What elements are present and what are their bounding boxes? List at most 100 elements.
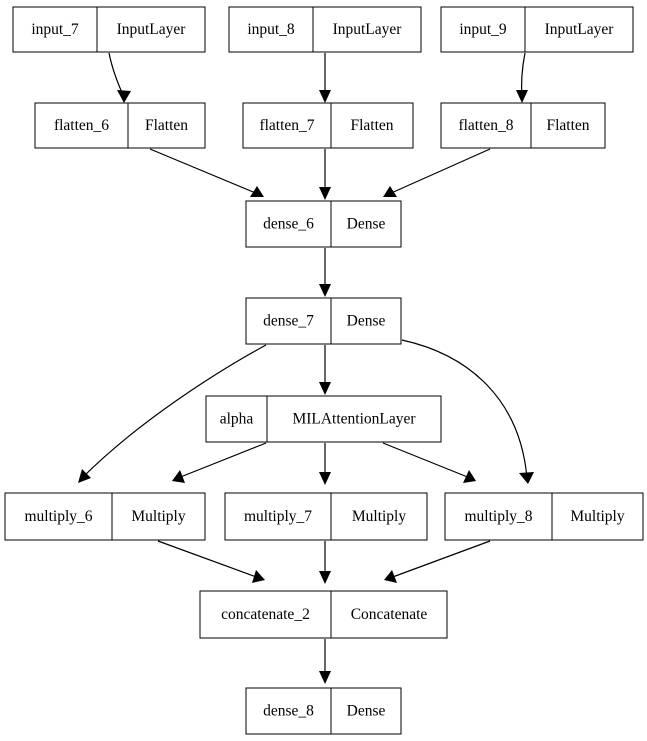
node-name-label: flatten_6 [54, 117, 109, 134]
edge-line [389, 540, 491, 579]
edge-flatten_6-to-dense_6 [149, 148, 264, 197]
node-box [440, 6, 634, 53]
edge-line [177, 442, 267, 479]
edge-alpha-to-multiply_6 [172, 442, 267, 483]
arrowhead-icon [319, 90, 331, 103]
arrowhead-icon [384, 570, 397, 583]
node-box [199, 590, 448, 639]
node-box [444, 492, 644, 541]
node-box [4, 492, 206, 541]
node-multiply_7[interactable]: multiply_7 Multiply [224, 492, 428, 541]
node-name-label: input_8 [247, 21, 295, 38]
arrowhead-icon [78, 469, 91, 483]
edge-line [401, 339, 528, 479]
node-type-label: Flatten [546, 117, 589, 134]
node-box [224, 492, 428, 541]
edge-multiply_8-to-concatenate_2 [384, 540, 491, 583]
edge-dense_7-to-multiply_6 [78, 344, 267, 483]
node-type-label: Concatenate [351, 606, 428, 623]
node-name-label: flatten_7 [259, 117, 314, 134]
node-name-label: multiply_8 [464, 508, 532, 525]
node-name-label: alpha [220, 411, 254, 428]
arrowhead-icon [250, 186, 264, 197]
node-box [242, 102, 414, 149]
edge-alpha-to-multiply_7 [319, 443, 331, 485]
node-type-label: InputLayer [545, 21, 615, 38]
edge-line [149, 148, 259, 195]
node-type-label: Multiply [131, 508, 186, 525]
node-type-label: Dense [347, 313, 386, 330]
node-type-label: Flatten [350, 117, 393, 134]
node-flatten_7[interactable]: flatten_7 Flatten [242, 102, 414, 149]
node-type-label: Flatten [145, 117, 188, 134]
edge-line [81, 344, 267, 479]
node-input_8[interactable]: input_8 InputLayer [228, 6, 422, 53]
node-alpha[interactable]: alpha MILAttentionLayer [205, 395, 442, 443]
arrowhead-icon [319, 571, 331, 584]
edge-dense_7-to-multiply_8 [401, 339, 534, 484]
node-box [245, 297, 402, 345]
edge-concatenate_2-to-dense_8 [319, 639, 331, 684]
arrowhead-icon [319, 382, 331, 395]
node-dense_7[interactable]: dense_7 Dense [245, 297, 402, 345]
arrowhead-icon [519, 472, 534, 484]
node-type-label: Dense [347, 216, 386, 233]
edge-flatten_7-to-dense_6 [319, 149, 331, 200]
node-name-label: dense_8 [263, 703, 314, 720]
node-box [245, 687, 402, 735]
edge-multiply_6-to-concatenate_2 [157, 540, 265, 583]
arrowhead-icon [252, 570, 265, 583]
node-input_7[interactable]: input_7 InputLayer [12, 6, 206, 53]
node-flatten_6[interactable]: flatten_6 Flatten [34, 102, 206, 149]
arrowhead-icon [319, 284, 331, 297]
node-type-label: Dense [347, 703, 386, 720]
edge-input_8-to-flatten_7 [319, 53, 331, 103]
arrowhead-icon [516, 90, 528, 103]
arrowhead-icon [172, 470, 185, 483]
edge-line [382, 442, 471, 479]
edge-line [388, 148, 491, 195]
node-box [228, 6, 422, 53]
edge-input_7-to-flatten_6 [108, 52, 131, 103]
node-box [205, 395, 442, 443]
node-box [34, 102, 206, 149]
node-multiply_8[interactable]: multiply_8 Multiply [444, 492, 644, 541]
node-name-label: input_9 [459, 21, 507, 38]
arrowhead-icon [319, 472, 331, 485]
node-type-label: Multiply [352, 508, 407, 525]
node-name-label: flatten_8 [458, 117, 513, 134]
node-name-label: dense_7 [263, 313, 314, 330]
arrowhead-icon [319, 671, 331, 684]
node-concatenate_2[interactable]: concatenate_2 Concatenate [199, 590, 448, 639]
edge-flatten_8-to-dense_6 [383, 148, 491, 197]
node-box [440, 102, 606, 149]
edge-layer [78, 52, 534, 684]
node-type-label: MILAttentionLayer [292, 411, 416, 428]
node-type-label: Multiply [570, 508, 625, 525]
node-type-label: InputLayer [333, 21, 403, 38]
arrowhead-icon [463, 470, 476, 483]
node-flatten_8[interactable]: flatten_8 Flatten [440, 102, 606, 149]
node-name-label: multiply_6 [24, 508, 92, 525]
edge-input_9-to-flatten_8 [516, 52, 528, 103]
edge-line [157, 540, 260, 579]
edge-multiply_7-to-concatenate_2 [319, 541, 331, 584]
arrowhead-icon [117, 90, 131, 103]
arrowhead-icon [319, 187, 331, 200]
node-dense_8[interactable]: dense_8 Dense [245, 687, 402, 735]
node-name-label: multiply_7 [244, 508, 312, 525]
node-multiply_6[interactable]: multiply_6 Multiply [4, 492, 206, 541]
arrowhead-icon [383, 186, 397, 197]
node-type-label: InputLayer [117, 21, 187, 38]
edge-dense_6-to-dense_7 [319, 248, 331, 297]
node-name-label: input_7 [31, 21, 79, 38]
node-dense_6[interactable]: dense_6 Dense [245, 200, 402, 248]
edge-alpha-to-multiply_8 [382, 442, 476, 483]
node-box [12, 6, 206, 53]
node-name-label: dense_6 [263, 216, 314, 233]
node-name-label: concatenate_2 [221, 606, 310, 623]
node-input_9[interactable]: input_9 InputLayer [440, 6, 634, 53]
